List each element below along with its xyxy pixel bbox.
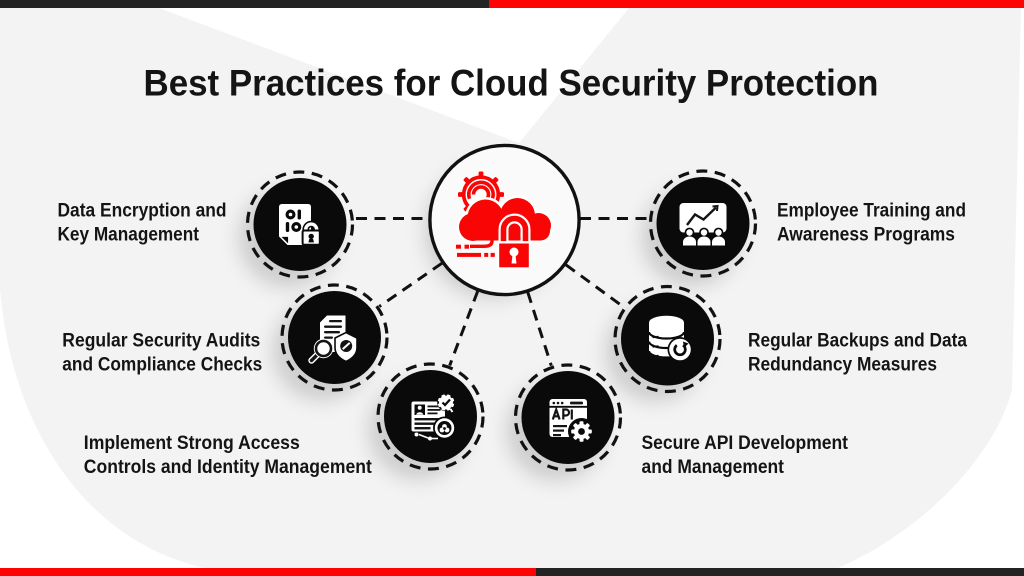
svg-text:and Compliance Checks: and Compliance Checks [62,353,262,375]
svg-text:Best Practices for Cloud Secur: Best Practices for Cloud Security Protec… [144,62,879,104]
svg-text:Key Management: Key Management [58,223,200,245]
svg-text:Implement Strong Access: Implement Strong Access [84,432,300,454]
svg-text:and Management: and Management [642,456,785,478]
svg-text:Employee Training and: Employee Training and [777,200,966,222]
svg-text:Controls and Identity Manageme: Controls and Identity Management [84,456,372,478]
svg-text:Awareness Programs: Awareness Programs [777,223,955,245]
svg-text:Regular Security Audits: Regular Security Audits [62,330,260,352]
svg-text:Regular Backups and Data: Regular Backups and Data [748,330,967,352]
svg-text:Data Encryption and: Data Encryption and [58,200,227,222]
svg-text:Secure API Development: Secure API Development [642,432,849,454]
svg-text:Redundancy Measures: Redundancy Measures [748,353,937,375]
